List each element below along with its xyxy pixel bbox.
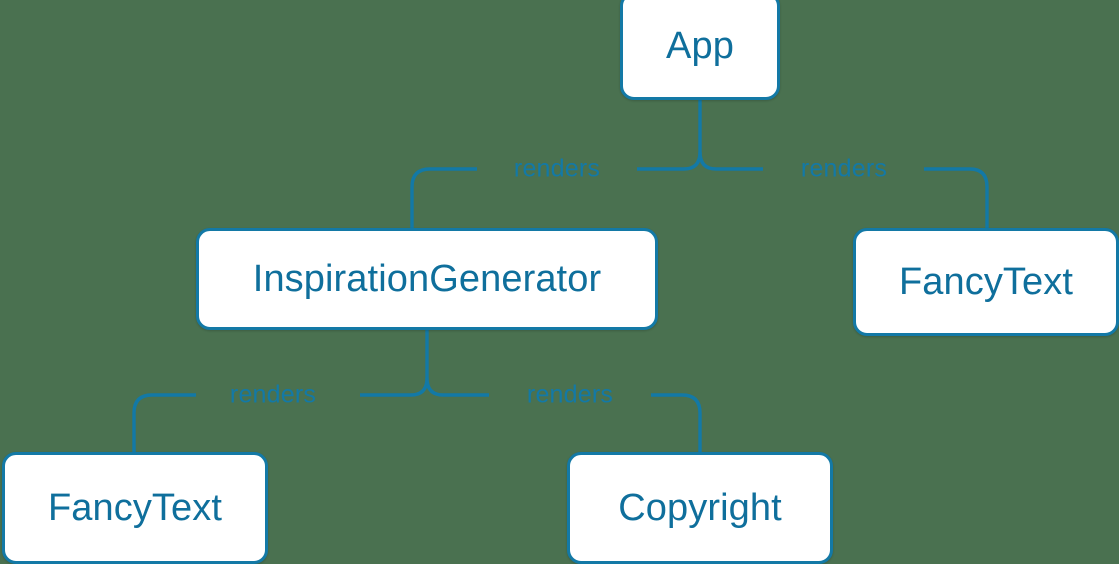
edge-app-trunk bbox=[683, 100, 702, 171]
edge-label-inspiration-to-copyright: renders bbox=[526, 380, 614, 409]
node-fancytext-left-label: FancyText bbox=[47, 487, 223, 529]
edge-label-app-to-fancytext: renders bbox=[800, 154, 888, 183]
edge-label-app-to-inspiration: renders bbox=[513, 154, 601, 183]
edge-label-inspiration-to-fancytext: renders bbox=[229, 380, 317, 409]
edge-app-to-fancytext-right-seg bbox=[924, 167, 989, 228]
edge-app-split-right bbox=[698, 151, 717, 171]
node-inspiration-generator[interactable]: InspirationGenerator bbox=[196, 228, 658, 330]
edge-inspiration-split-right bbox=[425, 377, 444, 397]
node-copyright-label: Copyright bbox=[618, 487, 782, 529]
node-app[interactable]: App bbox=[620, 0, 780, 100]
node-copyright[interactable]: Copyright bbox=[567, 452, 833, 564]
edge-inspiration-to-copyright-right-seg bbox=[651, 393, 702, 452]
node-fancytext-right-label: FancyText bbox=[898, 261, 1074, 303]
edge-inspiration-trunk bbox=[410, 330, 429, 397]
node-app-label: App bbox=[666, 25, 734, 67]
node-inspiration-generator-label: InspirationGenerator bbox=[252, 258, 602, 300]
edge-inspiration-to-fancytext-left-seg bbox=[132, 393, 196, 452]
node-fancytext-left[interactable]: FancyText bbox=[2, 452, 268, 564]
node-fancytext-right[interactable]: FancyText bbox=[853, 228, 1119, 336]
edge-app-to-inspiration-left-seg bbox=[410, 167, 477, 228]
